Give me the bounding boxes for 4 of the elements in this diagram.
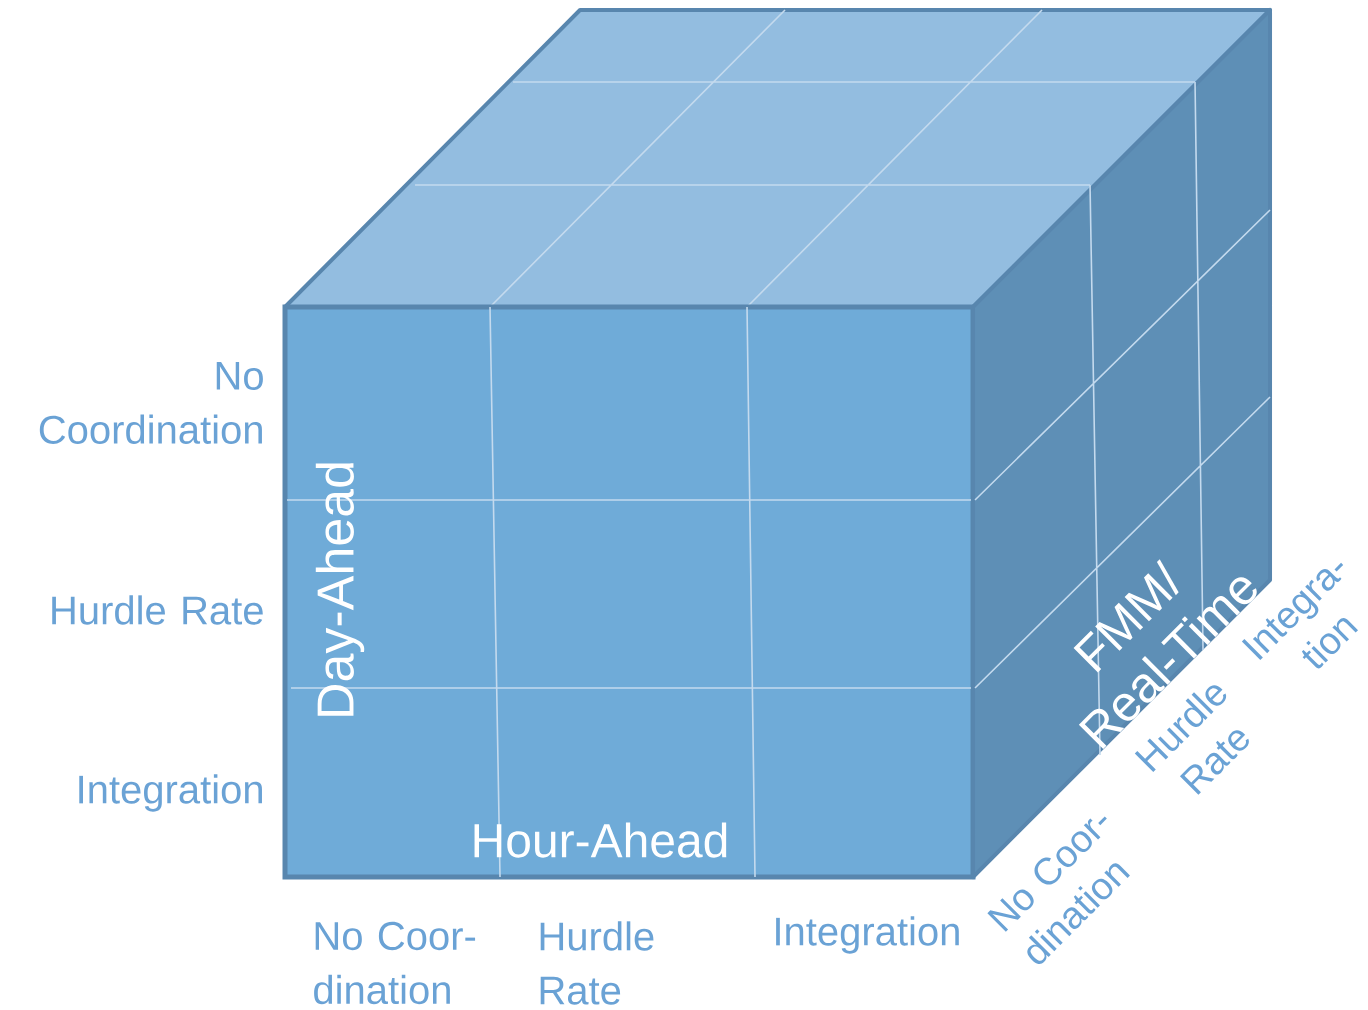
- category-label: No Coor- dination: [314, 921, 476, 1005]
- axis-label: Day-Ahead: [315, 463, 365, 716]
- category-label: Hurdle Rate: [540, 921, 654, 1005]
- category-label: Integration: [776, 916, 959, 954]
